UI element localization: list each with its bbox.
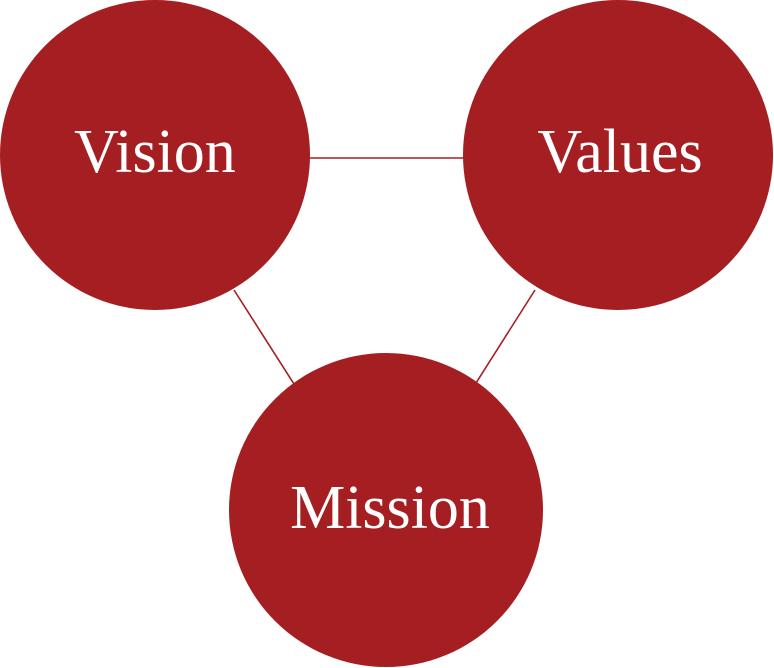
node-values: Values bbox=[463, 0, 773, 310]
connector-values-mission bbox=[475, 289, 536, 384]
mission-circle bbox=[229, 353, 543, 667]
connector-vision-mission bbox=[233, 289, 295, 385]
mission-label: Mission bbox=[290, 474, 490, 542]
connectors bbox=[233, 157, 536, 385]
node-vision: Vision bbox=[0, 0, 310, 310]
vision-circle bbox=[0, 0, 310, 310]
node-mission: Mission bbox=[229, 353, 543, 667]
values-circle bbox=[463, 0, 773, 310]
vision-label: Vision bbox=[74, 118, 236, 186]
values-label: Values bbox=[537, 118, 702, 186]
